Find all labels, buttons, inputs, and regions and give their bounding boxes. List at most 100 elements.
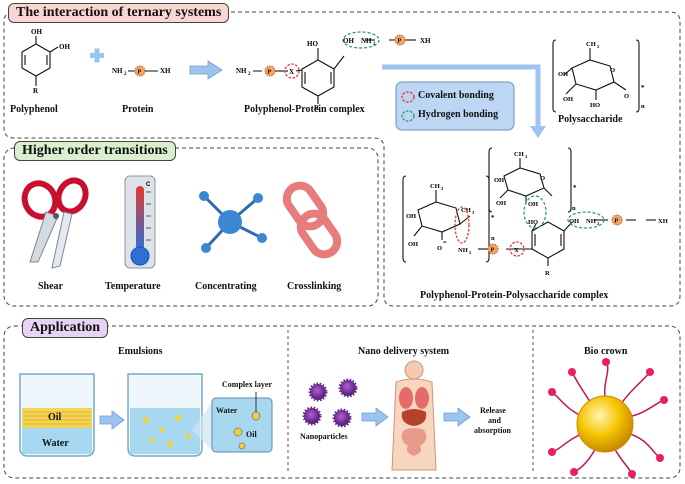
tc-p-bead-1 bbox=[611, 214, 623, 226]
tc-star-1: * bbox=[491, 214, 495, 222]
arrow-2 bbox=[382, 64, 546, 138]
polyphenol-oh-1: OH bbox=[31, 28, 42, 36]
beaker-1 bbox=[19, 373, 95, 457]
tc-xh: XH bbox=[658, 218, 668, 225]
ppc-covalent-ring bbox=[284, 63, 300, 79]
emulsions-label: Emulsions bbox=[118, 346, 163, 357]
release-label-3: absorption bbox=[474, 426, 511, 435]
legend-hydrogen-ring bbox=[401, 110, 415, 122]
tc-covalent-ring-1 bbox=[454, 206, 470, 244]
tc-oh-1: OH bbox=[406, 213, 416, 220]
tc-star-2: * bbox=[573, 184, 577, 192]
ppc-oh: OH bbox=[343, 37, 354, 45]
arrow-1 bbox=[189, 60, 223, 80]
legend-covalent-ring bbox=[401, 91, 415, 103]
tc-n-1: n bbox=[491, 235, 495, 242]
ps-oh-1: OH bbox=[558, 71, 568, 78]
ternary-title: The interaction of ternary systems bbox=[8, 3, 230, 23]
inset-droplet-3 bbox=[238, 442, 246, 450]
tc-nh2-1: NH bbox=[586, 218, 596, 225]
complex-layer-label: Complex layer bbox=[222, 380, 272, 389]
thermometer-icon bbox=[124, 175, 156, 269]
concentrating-icon bbox=[199, 191, 267, 253]
ppc-ho: HO bbox=[307, 40, 318, 48]
polyphenol-label: Polyphenol bbox=[10, 104, 58, 115]
polysaccharide-label: Polysaccharide bbox=[558, 114, 623, 125]
ppp-complex-label: Polyphenol-Protein-Polysaccharide comple… bbox=[420, 290, 609, 301]
protein-structure: NH 2 P XH bbox=[112, 65, 171, 77]
tc-ch-3-sub: 2 bbox=[525, 154, 528, 159]
svg-text:NH: NH bbox=[112, 67, 123, 75]
polysaccharide-structure bbox=[552, 39, 640, 113]
ppc-x: X bbox=[289, 68, 294, 76]
ppc-p-bead-2 bbox=[394, 34, 406, 46]
ppc-hydrogen-ring bbox=[342, 31, 380, 49]
bio-crown-label: Bio crown bbox=[584, 346, 628, 357]
tc-oh-5: OH bbox=[528, 201, 538, 208]
ps-star: * bbox=[641, 84, 645, 92]
tc-ch-3: CH bbox=[514, 151, 524, 158]
tc-covalent-ring-2 bbox=[509, 241, 525, 257]
pp-complex-structure bbox=[278, 39, 416, 104]
tc-p-2: P bbox=[491, 248, 495, 254]
ppc-nh2: NH bbox=[236, 67, 247, 75]
application-title: Application bbox=[22, 318, 109, 338]
beaker-2 bbox=[127, 373, 203, 457]
ppc-r: R bbox=[314, 104, 320, 112]
ppc-xh: XH bbox=[420, 37, 431, 45]
release-label-2: and bbox=[488, 416, 501, 425]
ps-o-ring: O bbox=[610, 67, 615, 74]
nanoparticle-group bbox=[302, 378, 358, 428]
bio-crown-particle bbox=[548, 358, 668, 478]
emulsion-arrow bbox=[99, 410, 125, 430]
thermometer-c: C bbox=[146, 182, 151, 188]
tc-ch-2-sub: 3 bbox=[472, 210, 475, 215]
inset-droplet-2 bbox=[233, 427, 243, 437]
ternary-section-border bbox=[3, 11, 681, 307]
tc-nh2-2: NH bbox=[458, 247, 468, 254]
polyphenol-r: R bbox=[33, 87, 39, 95]
ps-ho: HO bbox=[590, 102, 600, 109]
tc-o-ring-2: O bbox=[540, 175, 545, 182]
tc-oh-3: OH bbox=[494, 177, 504, 184]
application-section-border bbox=[3, 325, 681, 479]
tc-ch-1: CH bbox=[430, 183, 440, 190]
tc-r: R bbox=[545, 270, 550, 277]
ps-n: n bbox=[641, 103, 645, 110]
ppc-p-2: P bbox=[398, 39, 402, 45]
tc-p-1: P bbox=[615, 219, 619, 225]
nano-arrow-1 bbox=[361, 407, 389, 427]
inset-oil-label: Oil bbox=[246, 430, 257, 439]
ps-o-link: O bbox=[624, 93, 629, 100]
protein-label: Protein bbox=[122, 104, 154, 115]
transition-shear: Shear bbox=[38, 281, 63, 292]
polyphenol-structure bbox=[21, 36, 59, 86]
svg-text:XH: XH bbox=[160, 67, 171, 75]
ps-ch: CH bbox=[586, 41, 596, 48]
water-label: Water bbox=[42, 438, 69, 449]
crosslinking-icon bbox=[282, 181, 342, 259]
release-label-1: Release bbox=[480, 406, 506, 415]
tc-eq: = bbox=[443, 239, 447, 246]
legend-hydrogen-label: Hydrogen bonding bbox=[418, 109, 499, 120]
nanoparticles-label: Nanoparticles bbox=[300, 432, 348, 441]
tc-oh-2: OH bbox=[408, 241, 418, 248]
ps-ch-sub: 2 bbox=[597, 44, 600, 49]
pp-complex-label: Polyphenol-Protein complex bbox=[244, 104, 365, 115]
ppc-nh2-b: NH bbox=[361, 37, 372, 45]
transition-concentrating: Concentrating bbox=[195, 281, 257, 292]
tc-x: X bbox=[514, 247, 519, 254]
tc-nh2-1-sub: 2 bbox=[597, 221, 600, 226]
transition-temperature: Temperature bbox=[105, 281, 161, 292]
human-body bbox=[391, 360, 437, 471]
ternary-complex-structure bbox=[402, 147, 656, 266]
legend-box bbox=[395, 81, 515, 131]
inset-water-label: Water bbox=[216, 406, 238, 415]
tc-hydrogen-ring-2 bbox=[567, 211, 605, 229]
svg-text:P: P bbox=[138, 70, 142, 76]
ps-oh-2: OH bbox=[563, 96, 573, 103]
inset-box bbox=[211, 397, 273, 453]
tc-n-2: n bbox=[572, 205, 576, 212]
